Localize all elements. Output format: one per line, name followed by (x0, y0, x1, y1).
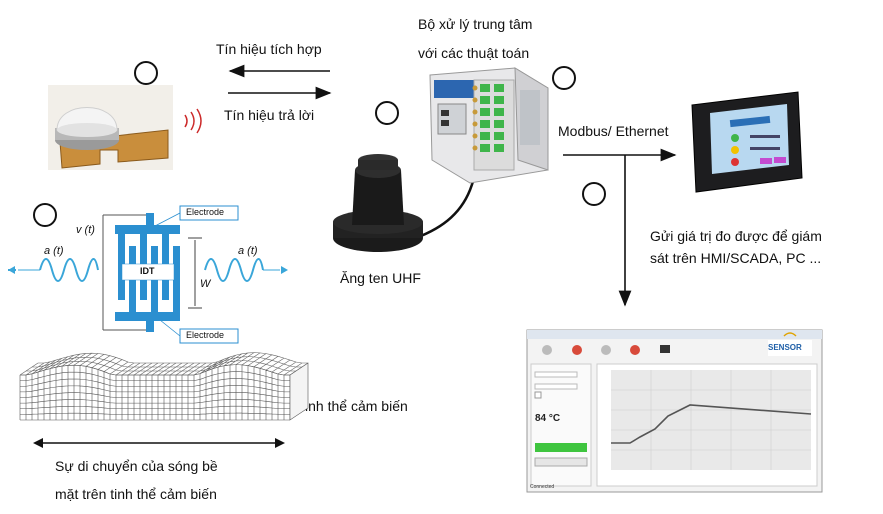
processor-label-line1: Bộ xử lý trung tâm (418, 16, 533, 32)
step-circle-1 (134, 61, 158, 85)
crystal-label: Tinh thể cảm biến (297, 398, 408, 414)
mesh-side-face (289, 362, 309, 421)
step-circle-2 (375, 101, 399, 125)
send-label-line2: sát trên HMI/SCADA, PC ... (650, 250, 822, 266)
software-status: Connected (530, 484, 555, 490)
wave-label-line1: Sự di chuyển của sóng bề (55, 458, 218, 474)
processor-label-line2: với các thuật toán (418, 45, 530, 61)
idt-label: IDT (140, 266, 155, 276)
a-right-label: a (t) (238, 245, 258, 257)
mesh-front-face (19, 364, 291, 421)
mesh-top-surface (19, 352, 309, 376)
reply-signal-label: Tín hiệu trả lời (224, 107, 315, 123)
software-brand: SENSOR (768, 343, 802, 352)
integrated-signal-label: Tín hiệu tích hợp (216, 41, 322, 57)
software-temp-value: 84 °C (535, 413, 561, 424)
step-circle-3 (552, 66, 576, 90)
w-label: W (200, 278, 211, 290)
a-left-label: a (t) (44, 245, 64, 257)
electrode-bottom-label: Electrode (186, 330, 225, 340)
step-circle-5 (33, 203, 57, 227)
send-label-line1: Gửi giá trị đo được để giám (650, 228, 822, 244)
antenna-label: Ăng ten UHF (340, 270, 421, 286)
v-label: v (t) (76, 224, 95, 236)
electrode-top-label: Electrode (186, 207, 225, 217)
step-circle-4 (582, 182, 606, 206)
modbus-label: Modbus/ Ethernet (558, 123, 669, 139)
wave-label-line2: mặt trên tinh thể cảm biến (55, 486, 217, 502)
